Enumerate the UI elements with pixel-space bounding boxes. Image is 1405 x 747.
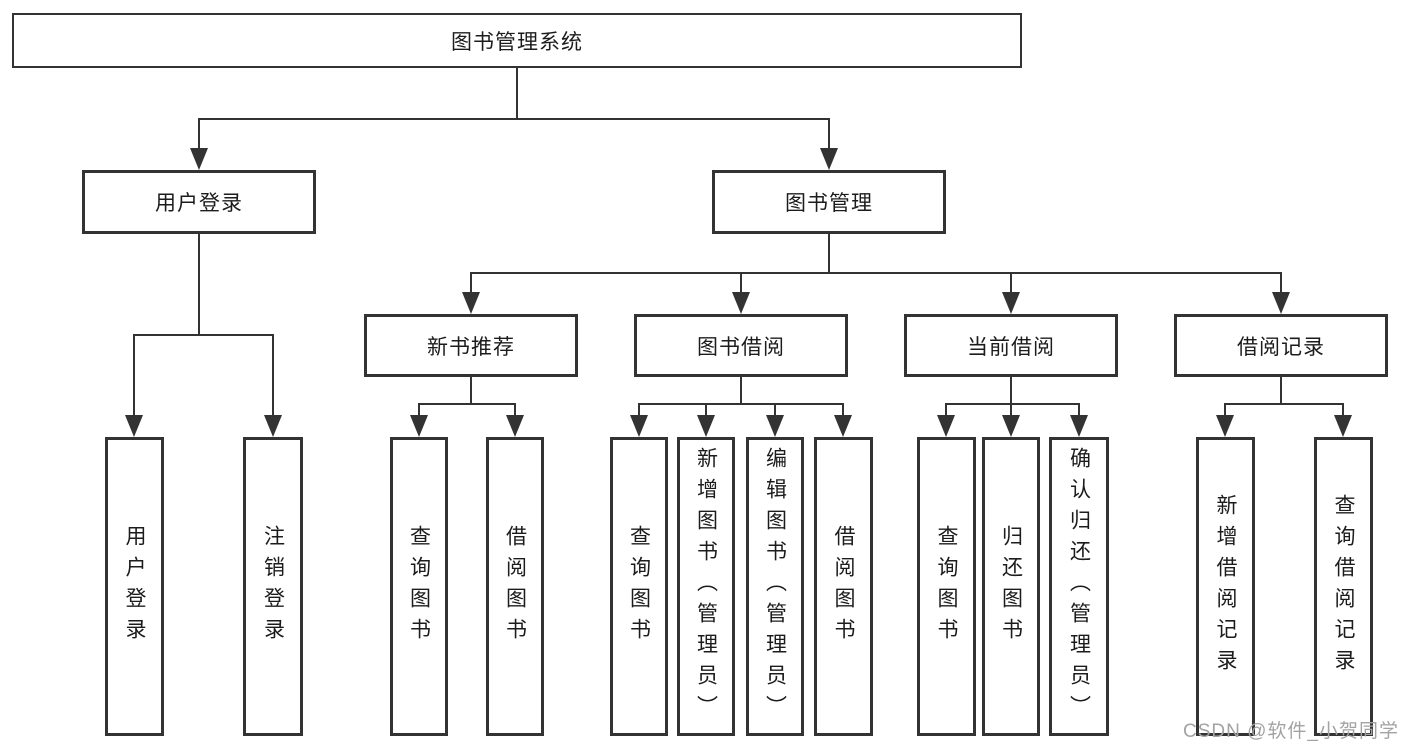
node-leaf-rec-lend-book: 借阅图书 bbox=[486, 437, 544, 736]
node-leaf-cur-query-book-label: 查询图书 bbox=[935, 524, 958, 649]
node-user-login: 用户登录 bbox=[82, 170, 316, 234]
node-leaf-borrow-query-book: 查询图书 bbox=[610, 437, 668, 736]
node-book-borrow-label: 图书借阅 bbox=[697, 335, 785, 359]
connector-rec-bar bbox=[418, 403, 516, 405]
node-borrow-record-label: 借阅记录 bbox=[1237, 335, 1325, 359]
node-leaf-add-book-admin: 新增图书（管理员） bbox=[677, 437, 735, 736]
arrowhead-down-icon bbox=[462, 292, 480, 314]
node-new-book-rec-label: 新书推荐 bbox=[427, 335, 515, 359]
connector-stem bbox=[705, 403, 707, 416]
connector-stem bbox=[1078, 403, 1080, 416]
node-leaf-borrow-lend-book-label: 借阅图书 bbox=[832, 524, 855, 649]
connector-current-bar bbox=[945, 403, 1079, 405]
connector-stem-rec bbox=[470, 272, 472, 293]
node-leaf-borrow-query-book-label: 查询图书 bbox=[627, 524, 651, 649]
connector-stem bbox=[1224, 403, 1226, 416]
arrowhead-down-icon bbox=[1002, 292, 1020, 314]
node-leaf-add-borrow-record: 新增借阅记录 bbox=[1196, 437, 1255, 736]
node-leaf-logout: 注销登录 bbox=[243, 437, 303, 736]
node-leaf-cur-query-book: 查询图书 bbox=[917, 437, 976, 736]
node-root-label: 图书管理系统 bbox=[451, 30, 583, 54]
connector-stem-login-logout bbox=[272, 334, 274, 416]
node-leaf-query-borrow-record-label: 查询借阅记录 bbox=[1332, 493, 1355, 680]
node-leaf-confirm-return-admin-label: 确认归还（管理员） bbox=[1067, 447, 1091, 726]
arrowhead-down-icon bbox=[190, 148, 208, 170]
connector-stem-login bbox=[198, 118, 200, 150]
connector-stem bbox=[514, 403, 516, 416]
node-leaf-user-login: 用户登录 bbox=[105, 437, 164, 736]
connector-stem bbox=[1010, 403, 1012, 416]
connector-stem bbox=[638, 403, 640, 416]
connector-stem bbox=[1342, 403, 1344, 416]
arrowhead-down-icon bbox=[697, 415, 715, 437]
arrowhead-down-icon bbox=[410, 415, 428, 437]
node-leaf-return-book: 归还图书 bbox=[982, 437, 1040, 736]
node-book-manage: 图书管理 bbox=[712, 170, 946, 234]
connector-stem bbox=[418, 403, 420, 416]
connector-stem bbox=[842, 403, 844, 416]
arrowhead-down-icon bbox=[630, 415, 648, 437]
node-book-borrow: 图书借阅 bbox=[634, 314, 848, 377]
arrowhead-down-icon bbox=[1334, 415, 1352, 437]
node-leaf-rec-query-book-label: 查询图书 bbox=[407, 524, 431, 649]
connector-stem-current bbox=[1010, 272, 1012, 293]
node-current-borrow: 当前借阅 bbox=[904, 314, 1118, 377]
arrowhead-down-icon bbox=[1070, 415, 1088, 437]
node-leaf-query-borrow-record: 查询借阅记录 bbox=[1314, 437, 1373, 736]
connector-root-bar bbox=[198, 118, 830, 120]
csdn-watermark: CSDN @软件_小贺同学 bbox=[1183, 721, 1399, 742]
node-borrow-record: 借阅记录 bbox=[1174, 314, 1388, 377]
connector-manage-bar bbox=[470, 272, 1282, 274]
node-leaf-edit-book-admin-label: 编辑图书（管理员） bbox=[763, 447, 787, 726]
node-current-borrow-label: 当前借阅 bbox=[967, 335, 1055, 359]
node-leaf-user-login-label: 用户登录 bbox=[123, 524, 146, 649]
node-book-manage-label: 图书管理 bbox=[785, 192, 873, 215]
arrowhead-down-icon bbox=[820, 148, 838, 170]
node-root: 图书管理系统 bbox=[12, 13, 1022, 68]
arrowhead-down-icon bbox=[1216, 415, 1234, 437]
arrowhead-down-icon bbox=[125, 415, 143, 437]
connector-current-stem bbox=[1010, 377, 1012, 404]
arrowhead-down-icon bbox=[834, 415, 852, 437]
connector-record-bar bbox=[1224, 403, 1344, 405]
node-leaf-add-borrow-record-label: 新增借阅记录 bbox=[1214, 493, 1237, 680]
arrowhead-down-icon bbox=[506, 415, 524, 437]
connector-borrow-bar bbox=[638, 403, 844, 405]
connector-login-bar bbox=[133, 334, 274, 336]
node-leaf-confirm-return-admin: 确认归还（管理员） bbox=[1049, 437, 1109, 736]
connector-stem bbox=[774, 403, 776, 416]
connector-borrow-stem bbox=[740, 377, 742, 404]
node-user-login-label: 用户登录 bbox=[155, 192, 243, 215]
arrowhead-down-icon bbox=[937, 415, 955, 437]
connector-stem bbox=[945, 403, 947, 416]
connector-login-stem bbox=[198, 234, 200, 336]
connector-stem-record bbox=[1280, 272, 1282, 293]
arrowhead-down-icon bbox=[732, 292, 750, 314]
connector-root-stem bbox=[516, 68, 518, 120]
connector-record-stem bbox=[1280, 377, 1282, 404]
node-leaf-edit-book-admin: 编辑图书（管理员） bbox=[746, 437, 804, 736]
node-leaf-rec-query-book: 查询图书 bbox=[390, 437, 448, 736]
node-leaf-logout-label: 注销登录 bbox=[261, 524, 285, 649]
node-new-book-rec: 新书推荐 bbox=[364, 314, 578, 377]
arrowhead-down-icon bbox=[766, 415, 784, 437]
connector-stem-borrow bbox=[740, 272, 742, 293]
connector-manage-stem bbox=[828, 234, 830, 274]
node-leaf-borrow-lend-book: 借阅图书 bbox=[814, 437, 873, 736]
arrowhead-down-icon bbox=[264, 415, 282, 437]
node-leaf-return-book-label: 归还图书 bbox=[999, 524, 1023, 649]
node-leaf-rec-lend-book-label: 借阅图书 bbox=[503, 524, 527, 649]
arrowhead-down-icon bbox=[1272, 292, 1290, 314]
connector-stem-login-user bbox=[133, 334, 135, 416]
node-leaf-add-book-admin-label: 新增图书（管理员） bbox=[694, 447, 718, 726]
connector-stem-manage bbox=[828, 118, 830, 150]
connector-rec-stem bbox=[470, 377, 472, 404]
arrowhead-down-icon bbox=[1002, 415, 1020, 437]
